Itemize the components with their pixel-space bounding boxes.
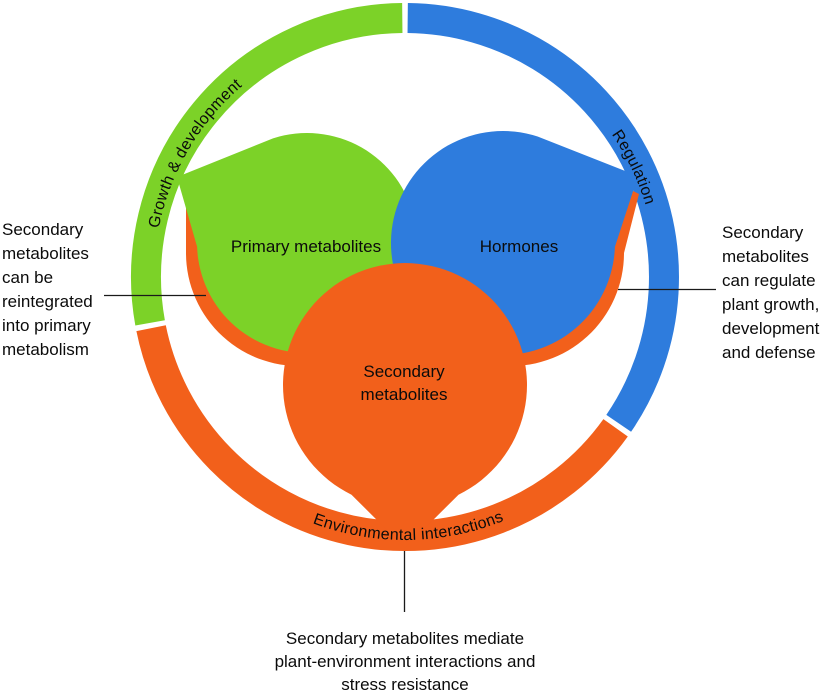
hormones-label: Hormones	[480, 237, 558, 256]
annotation-line: plant-environment interactions and	[274, 652, 536, 671]
annotation-line: and defense	[722, 343, 816, 362]
secondary-metabolites-bubble	[283, 263, 527, 548]
annotation-right: Secondary metabolites can regulate plant…	[722, 221, 819, 365]
ring-arc-environment	[136, 325, 628, 551]
annotation-left: Secondary metabolites can be reintegrate…	[2, 218, 93, 362]
annotation-line: Secondary	[722, 223, 804, 242]
annotation-line: can be	[2, 268, 54, 287]
ring-arc-growth	[131, 3, 403, 326]
annotation-bottom: Secondary metabolites mediate plant-envi…	[175, 627, 635, 690]
annotation-line: plant growth,	[722, 295, 820, 314]
annotation-line: into primary	[2, 316, 91, 335]
annotation-line: can regulate	[722, 271, 816, 290]
annotation-line: metabolites	[722, 247, 809, 266]
annotation-line: reintegrated	[2, 292, 93, 311]
annotation-line: development	[722, 319, 820, 338]
annotation-line: stress resistance	[341, 675, 469, 690]
annotation-line: Secondary metabolites mediate	[285, 629, 525, 648]
primary-metabolites-label: Primary metabolites	[231, 237, 381, 256]
secondary-metabolites-label-line2: metabolites	[361, 385, 448, 404]
annotation-line: Secondary	[2, 220, 84, 239]
ring-arc-regulation	[407, 3, 679, 432]
annotation-line: metabolites	[2, 244, 89, 263]
annotation-line: metabolism	[2, 340, 89, 359]
secondary-metabolites-label-line1: Secondary	[363, 362, 445, 381]
